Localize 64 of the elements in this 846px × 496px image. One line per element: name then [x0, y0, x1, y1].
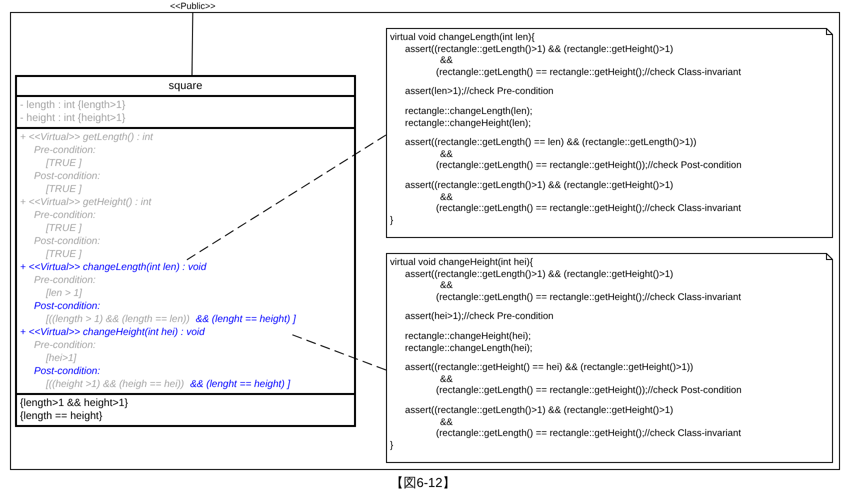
code-line: (rectangle::getLength() == rectangle::getHeight();//check Class-invariant: [435, 428, 742, 440]
condition-text: && (lenght == height) ]: [196, 314, 296, 325]
condition-label: Pre-condition:: [34, 340, 96, 351]
figure-caption: 【図6-12】: [390, 475, 456, 490]
code-line: &&: [439, 374, 454, 386]
code-line: rectangle::changeLength(hei);: [404, 342, 534, 354]
condition-label: Post-condition:: [34, 171, 100, 182]
constraint-text: {length == height}: [20, 410, 104, 423]
condition-label: Post-condition:: [34, 366, 100, 377]
code-line: rectangle::changeLength(len);: [404, 106, 534, 118]
stereotype-label: <<Public>>: [170, 1, 216, 11]
code-line: assert((rectangle::getLength()>1) && (rectangle::getHeight()>1): [404, 44, 674, 56]
operation-signature: + <<Virtual>> changeLength(int len) : void: [20, 262, 206, 273]
code-line: }: [390, 440, 394, 452]
condition-text: [TRUE ]: [46, 158, 82, 169]
class-name: square: [17, 77, 354, 97]
condition-text: [len > 1]: [46, 288, 82, 299]
operation-signature: + <<Virtual>> changeHeight(int hei) : void: [20, 327, 205, 338]
condition-text: [hei>1]: [46, 353, 76, 364]
condition-label: Post-condition:: [34, 236, 100, 247]
operation-signature: + <<Virtual>> getHeight() : int: [20, 197, 152, 208]
condition-text: [((length > 1) && (length == len)): [46, 314, 190, 325]
code-line: &&: [439, 416, 454, 428]
note-box: [386, 253, 833, 463]
code-line: (rectangle::getLength() == rectangle::getHeight();//check Class-invariant: [435, 292, 742, 304]
class-box: [15, 75, 356, 427]
condition-label: Pre-condition:: [34, 210, 96, 221]
code-line: assert(hei>1);//check Pre-condition: [404, 311, 555, 323]
code-line: assert((rectangle::getLength()>1) && (rectangle::getHeight()>1): [404, 180, 674, 192]
code-line: &&: [439, 280, 454, 292]
code-line: (rectangle::getLength() == rectangle::getHeight();//check Class-invariant: [435, 66, 742, 78]
condition-label: Pre-condition:: [34, 275, 96, 286]
code-line: &&: [439, 148, 454, 160]
code-line: (rectangle::getLength() == rectangle::getHeight());//check Post-condition: [435, 160, 743, 172]
code-line: &&: [439, 192, 454, 204]
condition-text: [TRUE ]: [46, 249, 82, 260]
code-line: rectangle::changeHeight(len);: [404, 118, 532, 130]
code-line: rectangle::changeHeight(hei);: [404, 330, 532, 343]
code-line: virtual void changeHeight(int hei){: [390, 257, 534, 269]
condition-text: [((height >1) && (heigh == hei)): [46, 379, 184, 390]
operation-signature: + <<Virtual>> getLength() : int: [20, 132, 153, 143]
code-line: assert((rectangle::getLength() == len) && (rectangle::getLength()>1)): [404, 137, 698, 149]
note-connector: [184, 134, 386, 262]
code-line: }: [390, 214, 394, 226]
code-line: virtual void changeLength(int len){: [390, 32, 536, 44]
condition-text: [TRUE ]: [46, 184, 82, 195]
attribute-compartment: [17, 97, 354, 129]
attribute-text: - length : int {length>1}: [20, 99, 126, 112]
condition-label: Post-condition:: [34, 301, 100, 312]
condition-text: [TRUE ]: [46, 223, 82, 234]
code-line: &&: [439, 55, 454, 67]
code-line: (rectangle::getLength() == rectangle::getHeight());//check Post-condition: [435, 385, 743, 397]
code-line: assert((rectangle::getHeight() == hei) && (rectangle::getHeight()>1)): [404, 362, 694, 374]
code-line: assert((rectangle::getLength()>1) && (rectangle::getHeight()>1): [404, 404, 674, 417]
association-line: [192, 12, 194, 76]
note-connector: [290, 334, 386, 370]
condition-text: && (lenght == height) ]: [190, 379, 290, 390]
code-line: (rectangle::getLength() == rectangle::getHeight();//check Class-invariant: [435, 203, 742, 215]
code-line: assert((rectangle::getLength()>1) && (rectangle::getHeight()>1): [404, 268, 674, 280]
code-line: assert(len>1);//check Pre-condition: [404, 86, 555, 98]
note-box: [386, 28, 833, 238]
constraint-text: {length>1 && height>1}: [20, 397, 130, 410]
attribute-text: - height : int {height>1}: [20, 112, 126, 125]
condition-label: Pre-condition:: [34, 145, 96, 156]
